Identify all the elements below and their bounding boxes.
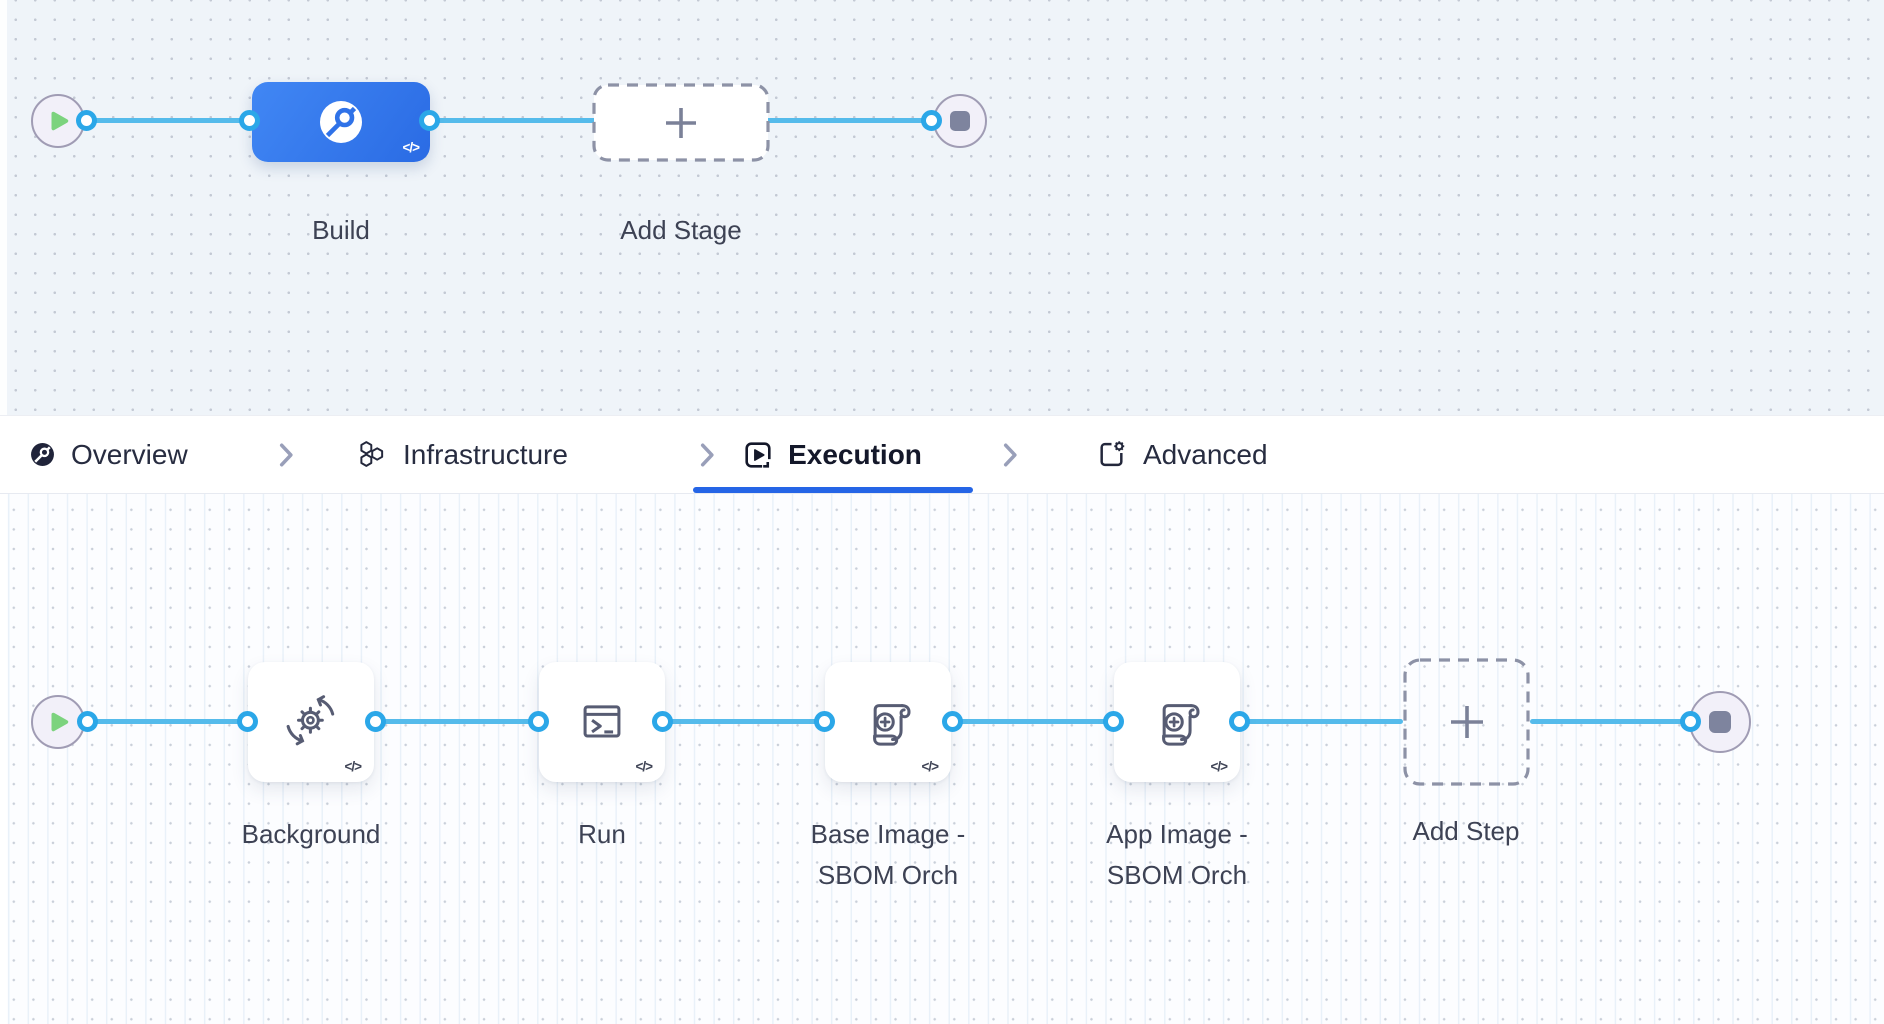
tab-overview[interactable]: Overview [30,416,188,493]
dashed-frame [1403,658,1530,786]
stage-canvas: </> Build Add Stage [0,0,1884,415]
stage-card-build[interactable]: </> [252,82,430,162]
step-code-badge: </> [921,758,939,774]
step-card-base-image-sbom-orch[interactable]: </> [825,662,951,782]
tab-advanced-label: Advanced [1143,438,1268,470]
execution-icon [744,441,773,469]
step-label-run: Run [578,819,626,849]
port [77,711,98,732]
plus-icon [1447,702,1487,742]
tab-execution[interactable]: Execution [693,416,973,493]
ci-build-icon [318,99,364,145]
port [942,711,963,732]
step-code-badge: </> [344,758,362,774]
canvas-left-gutter [0,0,7,415]
port [814,711,835,732]
play-icon [45,108,71,134]
port [528,711,549,732]
pipeline-studio-tabbar: Overview Infrastructure Execution [0,415,1884,494]
add-stage-button[interactable] [592,83,770,162]
stop-icon [950,111,970,131]
step-label-base-image-sbom-orch: Base Image - SBOM Orch [810,819,966,890]
tab-execution-label: Execution [788,438,922,470]
add-step-label: Add Step [1412,816,1520,846]
step-card-run[interactable]: </> [539,662,665,782]
port [1229,711,1250,732]
canvas-left-gutter [0,494,7,1024]
step-card-background[interactable]: </> [248,662,374,782]
tab-advanced[interactable]: Advanced [1096,416,1268,493]
execution-canvas: </> </> </> [0,494,1884,1024]
plus-icon [662,104,700,142]
sbom-scroll-icon [860,694,916,750]
port [239,110,260,131]
port [365,711,386,732]
tab-overview-label: Overview [71,438,188,470]
tab-infrastructure[interactable]: Infrastructure [356,416,568,493]
chevron-right-icon [699,416,715,493]
advanced-icon [1096,439,1127,470]
port [1103,711,1124,732]
stage-code-badge: </> [402,139,420,155]
execution-connector-line [1530,719,1691,724]
active-tab-underline [693,487,973,493]
step-code-badge: </> [1210,758,1228,774]
execution-start-node [31,695,85,749]
execution-connector-line [88,719,1403,724]
run-terminal-icon [574,694,630,750]
chevron-right-icon [278,416,294,493]
stop-icon [1709,711,1731,733]
background-sync-icon [283,694,339,750]
pipeline-overview-icon [30,442,55,467]
port [1680,711,1701,732]
port [921,110,942,131]
add-stage-label: Add Stage [620,215,742,245]
step-card-app-image-sbom-orch[interactable]: </> [1114,662,1240,782]
tab-infrastructure-label: Infrastructure [403,438,568,470]
stage-label-build: Build [312,215,370,245]
stage-connector-line [87,118,932,123]
step-code-badge: </> [635,758,653,774]
add-step-button[interactable] [1403,658,1530,786]
infrastructure-icon [356,439,387,470]
port [652,711,673,732]
chevron-right-icon [1002,416,1018,493]
play-icon [45,709,71,735]
port [76,110,97,131]
port [237,711,258,732]
step-label-app-image-sbom-orch: App Image - SBOM Orch [1106,819,1248,890]
port [419,110,440,131]
step-label-background: Background [241,819,381,849]
sbom-scroll-icon [1149,694,1205,750]
stage-end-node [933,94,987,148]
